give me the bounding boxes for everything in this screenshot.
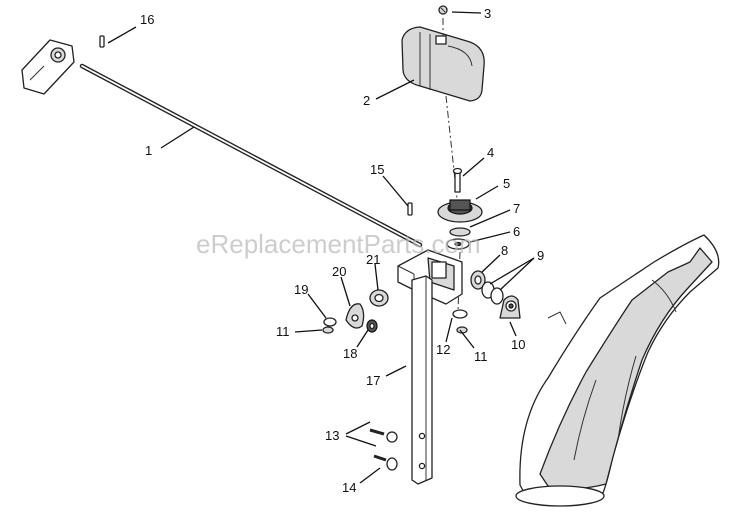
leader-lines: [107, 11, 535, 484]
callout-8: 8: [501, 243, 508, 258]
part-20-crank: [345, 303, 365, 329]
part-8-bushing: [470, 270, 486, 290]
part-19-washer: [323, 317, 337, 327]
part-5-gear: [437, 199, 483, 223]
part-4-bolt: [452, 167, 463, 193]
part-10-bearing: [499, 295, 521, 319]
callout-20: 20: [332, 264, 346, 279]
part-18-spring: [366, 319, 378, 333]
part-21-bushing: [369, 289, 389, 307]
callout-5: 5: [503, 176, 510, 191]
callout-2: 2: [363, 93, 370, 108]
part-6-washer: [446, 238, 470, 250]
part-9-washer-b: [490, 287, 504, 305]
callout-6: 6: [513, 224, 520, 239]
callout-15: 15: [370, 162, 384, 177]
callout-4: 4: [487, 145, 494, 160]
callout-13: 13: [325, 428, 339, 443]
part-2-cover: [401, 26, 485, 102]
part-14-washer: [373, 454, 398, 471]
part-12-washer: [452, 309, 468, 319]
callout-12: 12: [436, 342, 450, 357]
callout-14: 14: [342, 480, 356, 495]
part-11-nut-left: [322, 326, 334, 334]
callout-21: 21: [366, 252, 380, 267]
callout-17: 17: [366, 373, 380, 388]
part-3-screw: [438, 5, 448, 15]
callout-3: 3: [484, 6, 491, 21]
callout-1: 1: [145, 143, 152, 158]
watermark: eReplacementParts.com: [196, 229, 481, 259]
callout-18: 18: [343, 346, 357, 361]
gear-housing: [397, 249, 463, 305]
part-7-washer: [449, 227, 471, 237]
mounting-bracket: [21, 39, 75, 95]
part-13-bolt: [369, 428, 398, 443]
callout-10: 10: [511, 337, 525, 352]
callout-11-left: 11: [276, 324, 290, 339]
part-16-pin: [99, 35, 105, 48]
callout-19: 19: [294, 282, 308, 297]
callout-11-center: 11: [474, 349, 488, 364]
callout-9: 9: [537, 248, 544, 263]
discharge-chute: [515, 234, 720, 507]
callout-7: 7: [513, 201, 520, 216]
callout-16: 16: [140, 12, 154, 27]
part-15-pin: [407, 202, 413, 216]
part-1-rod: [79, 63, 423, 248]
part-17-shaft: [411, 275, 433, 485]
